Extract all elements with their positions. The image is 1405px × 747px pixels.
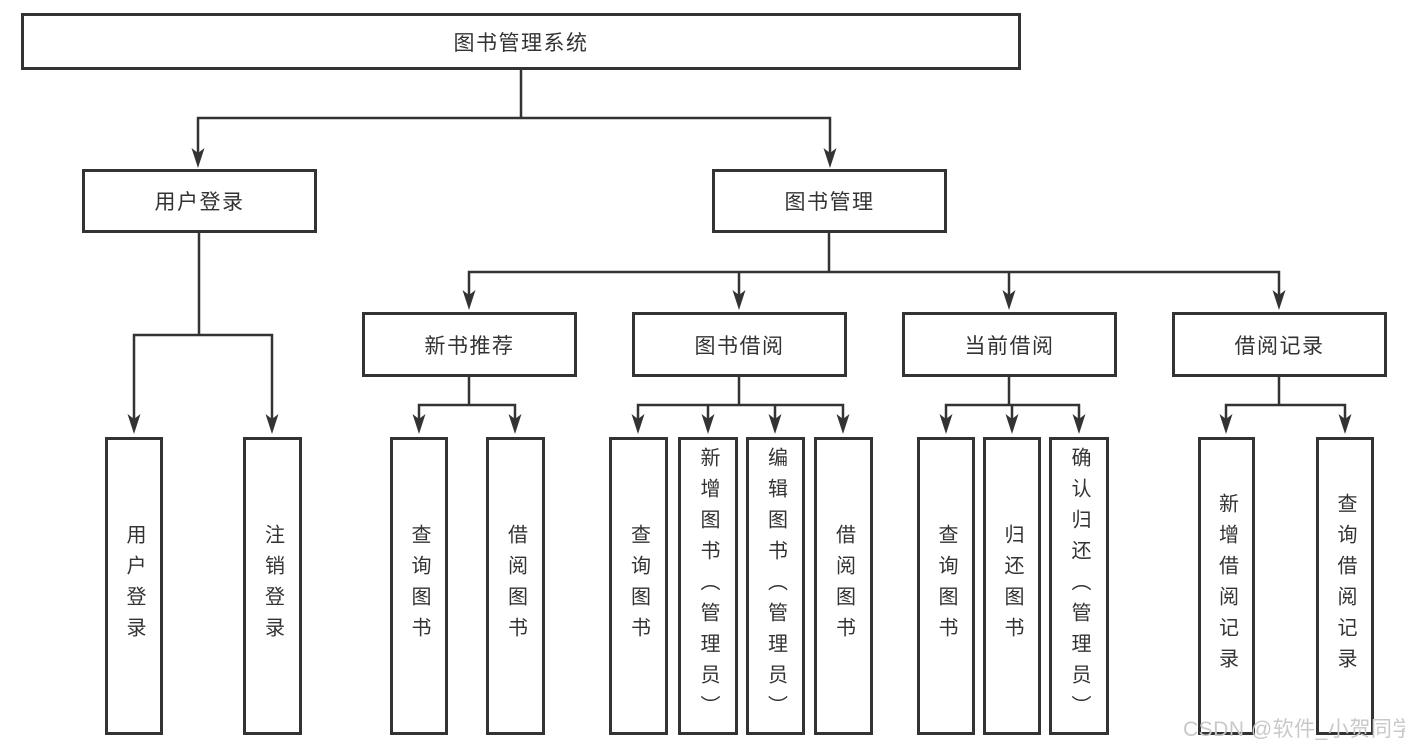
connector-new-book-rec-to-leaves <box>417 375 517 422</box>
connector-book-borrow-to-leaves <box>636 375 845 422</box>
arrow-icon <box>836 414 850 434</box>
node-user-login: 用户登录 <box>82 169 317 233</box>
node-new-book-recommend-label: 新书推荐 <box>424 334 515 358</box>
arrow-icon <box>768 414 782 434</box>
leaf-logout-label: 注销登录 <box>261 524 284 648</box>
arrow-icon <box>1002 290 1016 310</box>
leaf-add-books-admin: 新增图书（管理员） <box>678 437 738 735</box>
leaf-return-books: 归还图书 <box>983 437 1041 735</box>
arrow-icon <box>701 414 715 434</box>
leaf-user-login-label: 用户登录 <box>123 524 145 648</box>
watermark: CSDN @软件_小贺同学 <box>1183 718 1405 741</box>
node-borrowing-records-label: 借阅记录 <box>1234 334 1325 358</box>
arrow-icon <box>823 148 837 168</box>
leaf-return-books-label: 归还图书 <box>1001 524 1023 648</box>
leaf-borrowing-query-books-label: 查询图书 <box>627 524 650 648</box>
connector-borrow-record-to-leaves <box>1224 375 1347 422</box>
node-book-management: 图书管理 <box>712 169 947 233</box>
leaf-recommend-query-books-label: 查询图书 <box>408 524 430 648</box>
node-current-borrowing-label: 当前借阅 <box>964 334 1055 358</box>
leaf-add-books-admin-label: 新增图书（管理员） <box>697 446 719 726</box>
node-root-label: 图书管理系统 <box>453 31 589 55</box>
leaf-user-login: 用户登录 <box>105 437 163 735</box>
node-root-system: 图书管理系统 <box>21 13 1021 70</box>
leaf-add-borrow-record-label: 新增借阅记录 <box>1215 493 1238 679</box>
arrow-icon <box>462 290 476 310</box>
leaf-borrowing-query-books: 查询图书 <box>609 437 668 735</box>
arrow-icon <box>631 414 645 434</box>
arrow-icon <box>1219 414 1233 434</box>
arrow-icon <box>939 414 953 434</box>
connector-current-borrow-to-leaves <box>944 375 1081 422</box>
arrow-icon <box>191 148 205 168</box>
connector-user-login-to-leaves <box>132 231 274 422</box>
leaf-current-query-books-label: 查询图书 <box>935 524 957 648</box>
node-book-borrowing: 图书借阅 <box>632 312 847 377</box>
leaf-confirm-return-admin-label: 确认归还（管理员） <box>1068 446 1090 726</box>
leaf-query-borrow-record-label: 查询借阅记录 <box>1334 493 1356 679</box>
arrow-icon <box>1338 414 1352 434</box>
arrow-icon <box>412 414 426 434</box>
leaf-edit-books-admin: 编辑图书（管理员） <box>746 437 805 735</box>
leaf-logout: 注销登录 <box>243 437 302 735</box>
arrow-icon <box>1272 290 1286 310</box>
connector-book-mgmt-to-level3 <box>467 231 1281 298</box>
connector-root-to-level2 <box>196 68 832 156</box>
arrow-icon <box>508 414 522 434</box>
arrow-icon <box>265 414 279 434</box>
leaf-recommend-borrow-books-label: 借阅图书 <box>504 524 527 648</box>
leaf-current-query-books: 查询图书 <box>917 437 975 735</box>
leaf-recommend-query-books: 查询图书 <box>390 437 448 735</box>
arrow-icon <box>732 290 746 310</box>
node-current-borrowing: 当前借阅 <box>902 312 1117 377</box>
node-book-borrowing-label: 图书借阅 <box>694 334 785 358</box>
arrow-icon <box>1072 414 1086 434</box>
leaf-add-borrow-record: 新增借阅记录 <box>1198 437 1255 735</box>
node-borrowing-records: 借阅记录 <box>1172 312 1387 377</box>
node-user-login-label: 用户登录 <box>154 191 245 214</box>
node-book-management-label: 图书管理 <box>784 191 875 214</box>
leaf-borrowing-borrow-books: 借阅图书 <box>814 437 873 735</box>
leaf-confirm-return-admin: 确认归还（管理员） <box>1049 437 1109 735</box>
leaf-query-borrow-record: 查询借阅记录 <box>1316 437 1374 735</box>
leaf-edit-books-admin-label: 编辑图书（管理员） <box>764 446 787 726</box>
arrow-icon <box>127 414 141 434</box>
leaf-recommend-borrow-books: 借阅图书 <box>486 437 545 735</box>
arrow-icon <box>1005 414 1019 434</box>
leaf-borrowing-borrow-books-label: 借阅图书 <box>832 524 855 648</box>
node-new-book-recommend: 新书推荐 <box>362 312 577 377</box>
